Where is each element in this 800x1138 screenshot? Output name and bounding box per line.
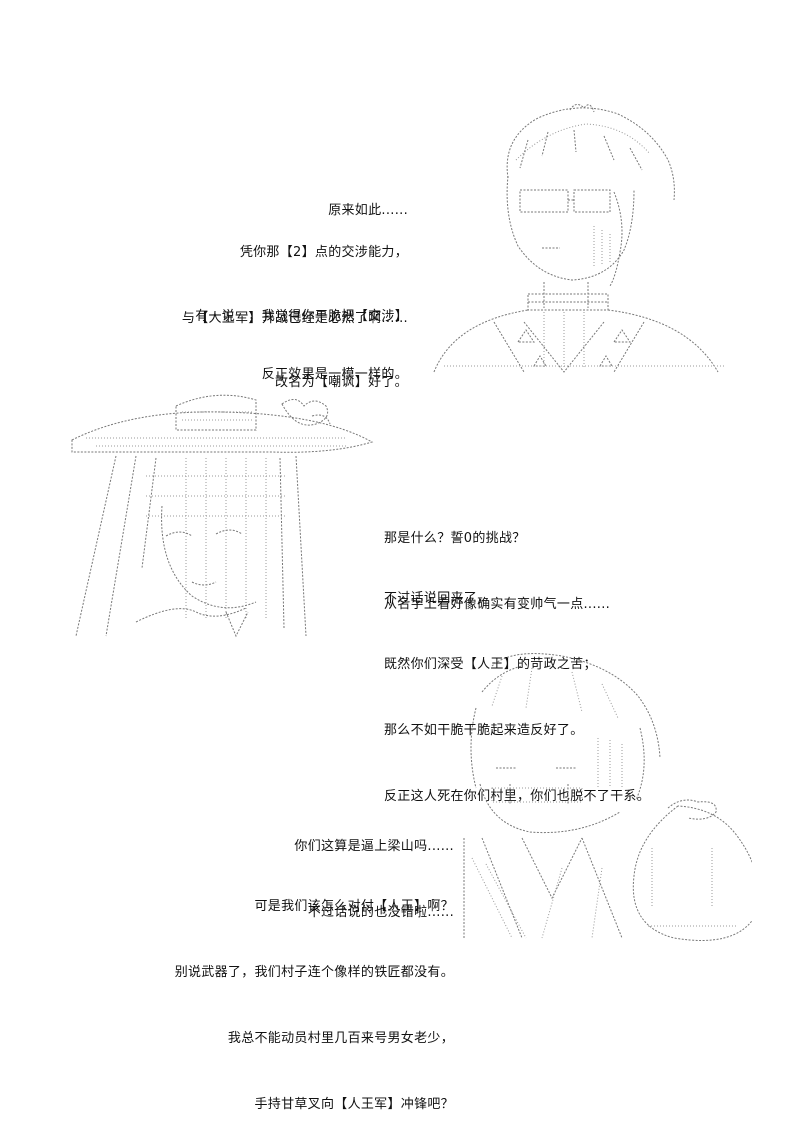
dialogue-block-8: 可是我们该怎么对付【人王】啊？ 别说武器了，我们村子连个像样的铁匠都没有。 我总…: [175, 852, 454, 1138]
dialogue-block-5: 那是什么？誓0的挑战？ 从名字上看好像确实有变帅气一点......: [384, 484, 610, 638]
dialogue-block-1: 原来如此......: [328, 156, 408, 244]
dialogue-line: 反正这人死在你们村里，你们也脱不了干系。: [384, 789, 651, 804]
character-hat-illustration: [66, 386, 376, 642]
dialogue-block-3: 有一说一，我觉得你干脆把【交涉】 改名为【嘲讽】好了。: [195, 262, 408, 416]
dialogue-line: 那么不如干脆干脆起来造反好了。: [384, 723, 584, 738]
dialogue-line: 不过话说的也没错啦......: [307, 905, 454, 920]
dialogue-line: 你们这算是逼上梁山吗......: [294, 839, 454, 854]
dialogue-line: 我总不能动员村里几百来号男女老少，: [227, 1031, 454, 1046]
dialogue-line: 有一说一，我觉得你干脆把【交涉】: [195, 309, 408, 324]
dialogue-block-2: 凭你那【2】点的交涉能力， 与【人王军】开战已经是必然了啊......: [182, 198, 408, 352]
dialogue-line: 从名字上看好像确实有变帅气一点......: [384, 597, 611, 612]
dialogue-block-4: 反正效果是一模一样的。: [262, 320, 408, 408]
dialogue-line: 别说武器了，我们村子连个像样的铁匠都没有。: [174, 965, 454, 980]
dialogue-line: 那是什么？誓0的挑战？: [384, 531, 526, 546]
dialogue-line: 凭你那【2】点的交涉能力，: [239, 245, 408, 260]
dialogue-block-7: 你们这算是逼上梁山吗...... 不过话说的也没错啦......: [294, 792, 454, 946]
dialogue-line: 原来如此......: [328, 203, 408, 218]
character-glasses-illustration: [424, 96, 744, 380]
dialogue-line: 反正效果是一模一样的。: [261, 367, 408, 382]
dialogue-line: 与【人王军】开战已经是必然了啊......: [181, 311, 408, 326]
dialogue-line: 改名为【嘲讽】好了。: [274, 375, 408, 390]
dialogue-line: 可是我们该怎么对付【人王】啊？: [254, 899, 454, 914]
dialogue-line: 手持甘草叉向【人王军】冲锋吧？: [254, 1097, 454, 1112]
dialogue-line: 既然你们深受【人王】的苛政之苦；: [384, 657, 597, 672]
dialogue-line: 不过话说回来了，: [384, 591, 491, 606]
dialogue-block-6: 不过话说回来了， 既然你们深受【人王】的苛政之苦； 那么不如干脆干脆起来造反好了…: [384, 544, 650, 830]
character-sack-illustration: [462, 648, 752, 948]
